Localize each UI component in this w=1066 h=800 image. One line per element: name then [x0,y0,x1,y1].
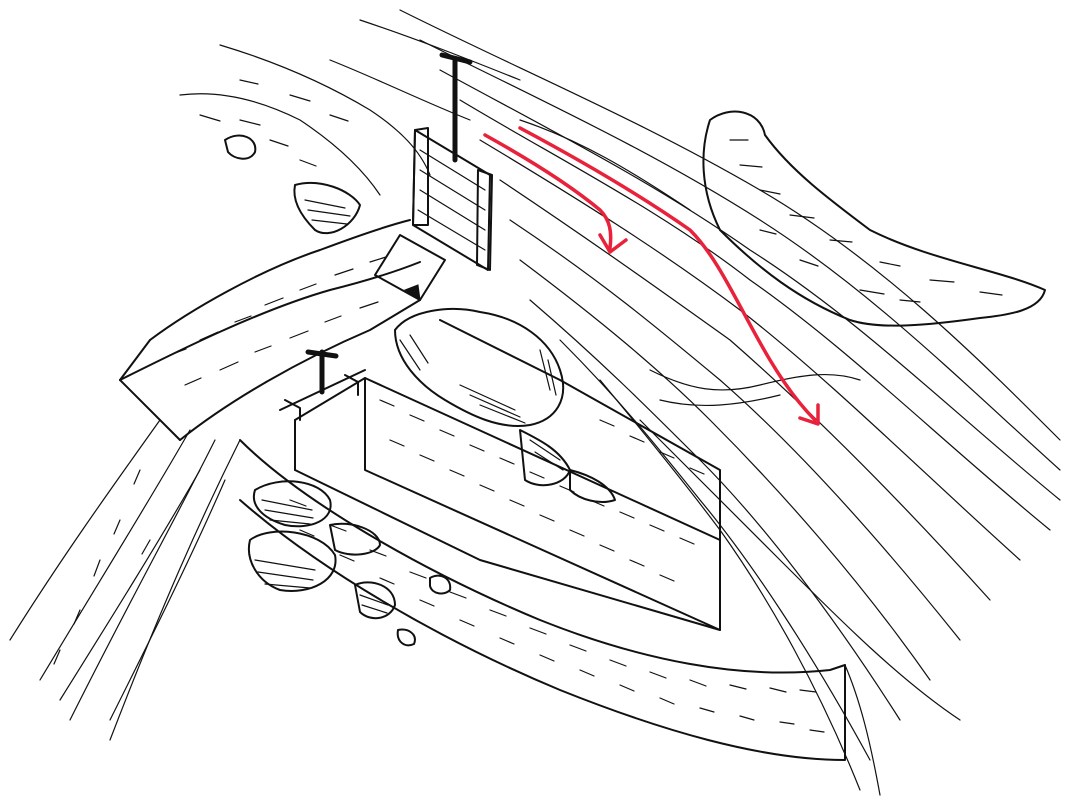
river-water [330,10,1060,790]
lower-outer-wall [240,440,880,795]
flow-arrows [485,128,818,424]
flow-arrow-short-head [600,235,626,252]
upper-left-bank [180,45,430,233]
main-sluice-gate [413,55,492,270]
right-stone-spur [703,112,1045,326]
canal-walls [10,220,445,740]
central-boulder [395,309,615,502]
